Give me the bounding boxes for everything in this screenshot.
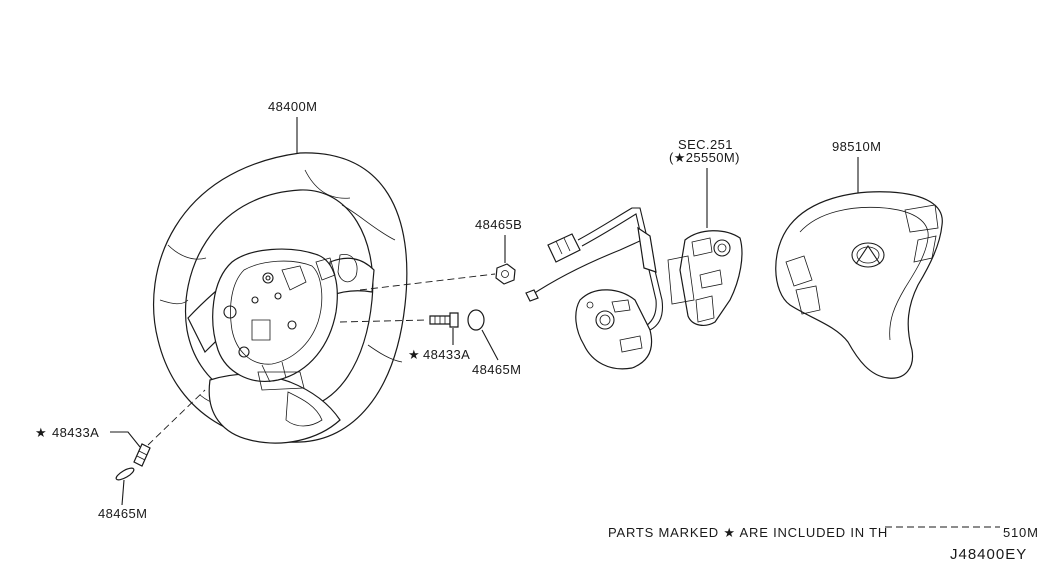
drawing-code: J48400EY [950, 546, 1027, 563]
footnote-main: PARTS MARKED ★ ARE INCLUDED IN TH [608, 525, 888, 540]
lower-bolt-48433A [133, 443, 151, 467]
label-48433A-lower: 48433A [52, 425, 99, 440]
left-switch-panel [575, 289, 653, 370]
steering-wheel [152, 152, 408, 444]
upper-cap-48465M [467, 309, 485, 331]
footnote-text: PARTS MARKED ★ ARE INCLUDED IN TH [608, 525, 888, 540]
label-upper-bolt-star: ★ [408, 347, 420, 362]
upper-bolt-axis [339, 319, 429, 323]
airbag-module-98510M [775, 191, 943, 379]
footnote-tail: 510M [1003, 525, 1039, 540]
label-25550M: (★25550M) [669, 150, 740, 165]
leader-lower-bolt [110, 431, 141, 448]
nut-48465B [495, 263, 516, 285]
lower-cap-48465M [115, 467, 135, 481]
label-48433A-upper: 48433A [423, 347, 470, 362]
upper-bolt-48433A [429, 312, 459, 328]
label-48400M: 48400M [268, 99, 317, 114]
leader-upper-cap [481, 329, 499, 361]
label-48465B: 48465B [475, 217, 522, 232]
label-lower-bolt: ★ [35, 425, 47, 440]
nut-axis [359, 273, 496, 291]
right-switch-panel [667, 230, 743, 326]
label-98510M: 98510M [832, 139, 881, 154]
label-48465M-lower: 48465M [98, 506, 147, 521]
label-48465M-upper: 48465M [472, 362, 521, 377]
leader-lower-cap [121, 479, 125, 506]
lower-bolt-axis [147, 389, 206, 446]
label-SEC251: SEC.251 [678, 137, 733, 152]
switch-harness [525, 207, 664, 331]
